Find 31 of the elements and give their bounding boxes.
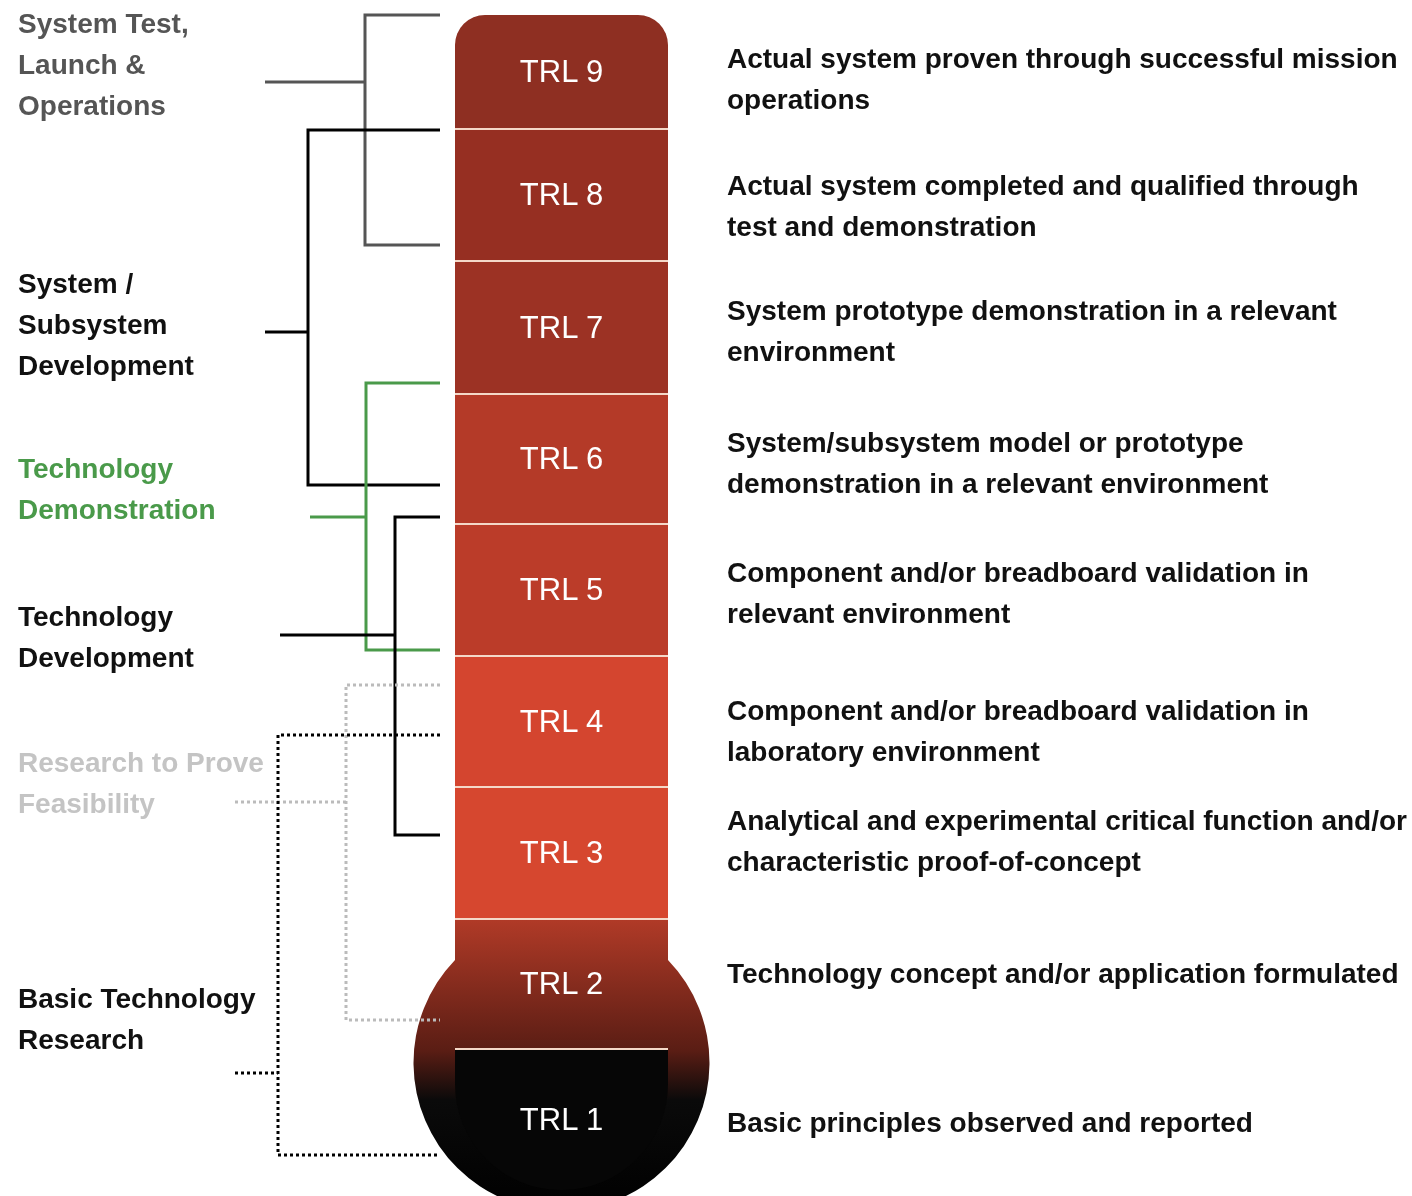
level-description: Component and/or breadboard validation in laboratory environment: [727, 694, 1310, 769]
level-label: TRL 6: [519, 441, 604, 477]
level-segment: [455, 130, 668, 262]
level-label: TRL 4: [519, 703, 604, 740]
phase-label: Technology Demonstration: [18, 452, 217, 527]
level-label: TRL 8: [519, 177, 604, 213]
phase-label: System / Subsystem Development: [18, 267, 195, 383]
level-segment: [455, 262, 668, 395]
level-description: Analytical and experimental critical function and/or characteristic proof-of-concept: [727, 804, 1407, 879]
level-description: Component and/or breadboard validation in relevant environment: [727, 556, 1310, 631]
level-description: Actual system proven through successful mission operations: [727, 42, 1399, 117]
phase-label: Technology Development: [18, 600, 195, 675]
level-segment: [455, 395, 668, 525]
level-description: Technology concept and/or application formulated: [727, 957, 1400, 991]
level-label: TRL 7: [519, 309, 604, 346]
level-description: Actual system completed and qualified through test and demonstration: [727, 169, 1360, 244]
level-label: TRL 3: [519, 835, 604, 871]
phase-label: System Test, Launch & Operations: [18, 7, 190, 123]
phase-label: Basic Technology Research: [18, 982, 257, 1057]
level-segment: [455, 15, 668, 130]
level-label: TRL 1: [519, 1102, 604, 1138]
level-label: TRL 9: [519, 53, 604, 90]
level-description: Basic principles observed and reported: [727, 1106, 1254, 1140]
level-label: TRL 5: [519, 572, 604, 608]
level-label: TRL 2: [519, 966, 604, 1002]
level-description: System/subsystem model or prototype demonstration in a relevant environment: [727, 426, 1270, 501]
level-segment: [455, 788, 668, 920]
level-description: System prototype demonstration in a relevant environment: [727, 294, 1338, 369]
phase-label: Research to Prove Feasibility: [18, 746, 265, 821]
level-segment: [455, 525, 668, 657]
level-segment: [455, 657, 668, 788]
